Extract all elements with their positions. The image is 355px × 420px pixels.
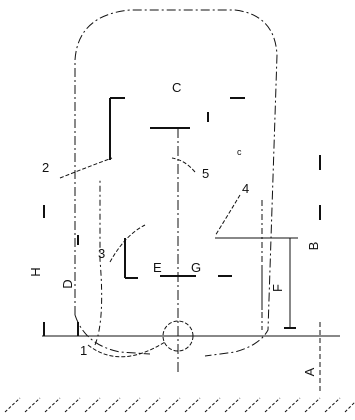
leader-2 <box>59 157 113 179</box>
leader-5 <box>171 157 196 173</box>
inner-outline <box>94 180 103 346</box>
leader-3 <box>109 224 146 263</box>
label-C: C <box>172 80 181 95</box>
label-A: A <box>302 367 317 376</box>
label-5: 5 <box>202 166 209 181</box>
ground-hatch <box>4 397 355 413</box>
label-G: G <box>191 260 201 275</box>
label-3: 3 <box>98 246 105 261</box>
label-D: D <box>60 279 75 288</box>
leader-4 <box>214 194 241 237</box>
label-B: B <box>306 242 321 251</box>
label-2: 2 <box>42 160 49 175</box>
label-E: E <box>153 260 162 275</box>
label-1: 1 <box>80 343 87 358</box>
label-c-small: c <box>237 147 242 157</box>
unit-outline <box>74 9 278 357</box>
unit-outline-bottom-left <box>74 314 151 355</box>
leader-1 <box>87 341 166 358</box>
label-H: H <box>28 267 43 276</box>
label-4: 4 <box>242 181 249 196</box>
label-F: F <box>270 284 285 292</box>
